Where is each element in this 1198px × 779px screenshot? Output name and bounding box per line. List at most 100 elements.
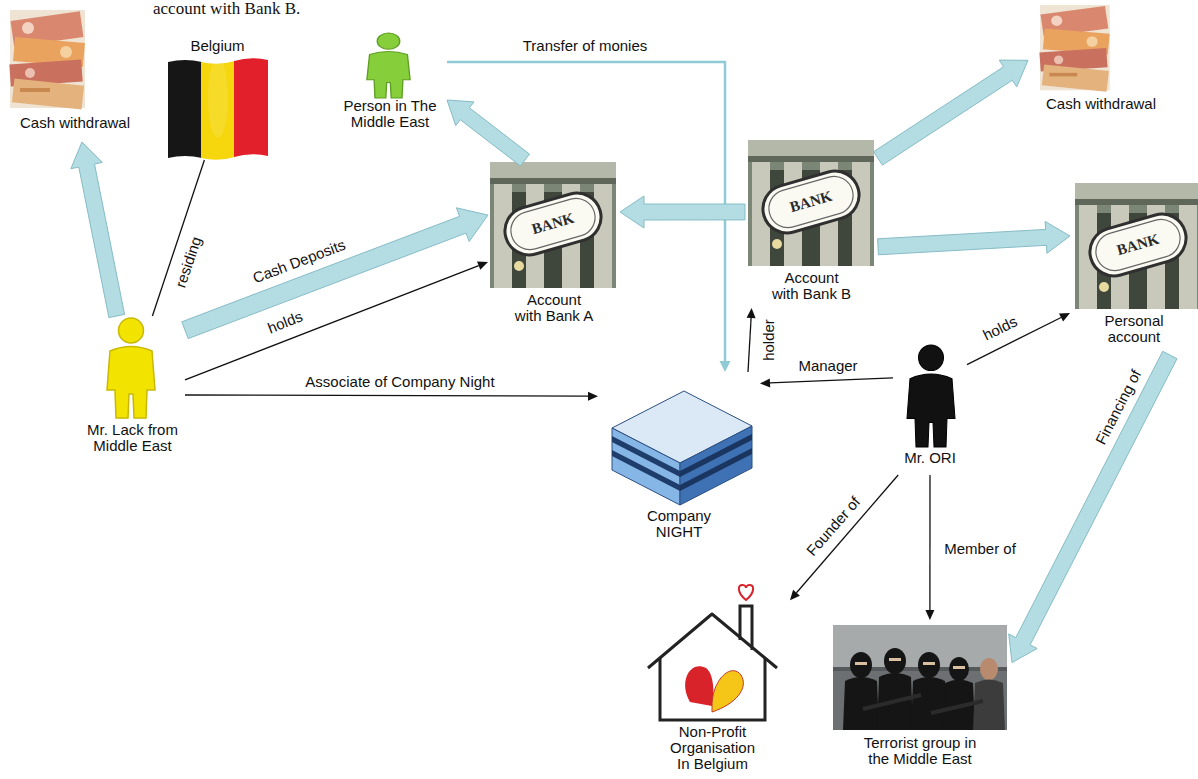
- node-caption: Person in The Middle East: [335, 98, 445, 130]
- company-building: [612, 391, 752, 505]
- arrow-head: [588, 392, 598, 401]
- relation-line: [797, 475, 899, 593]
- house-logo: [740, 606, 752, 650]
- edge-label: Manager: [797, 357, 858, 374]
- edge-label: Founder of: [802, 492, 864, 559]
- belgian-flag: [208, 58, 228, 138]
- person-figure: [367, 33, 410, 98]
- company-building: [680, 426, 752, 505]
- belgian-flag: [168, 58, 268, 160]
- person-node: Mr. ORI: [893, 342, 967, 475]
- money-flow-arrow: [1009, 351, 1177, 662]
- group-photo: [863, 695, 921, 709]
- edge-label: holder: [760, 318, 777, 362]
- group-photo: [889, 658, 901, 661]
- money-flow-arrow: [71, 142, 125, 318]
- person-figure: [107, 318, 155, 418]
- bank-sign-text: BANK: [530, 210, 576, 238]
- organisation-node: Non-Profit Organisation In Belgium: [635, 585, 790, 776]
- connector: [447, 100, 530, 166]
- arrow-head: [477, 261, 488, 269]
- arrow-head: [790, 590, 800, 601]
- money-flow-arrow: [878, 221, 1070, 254]
- connector: [185, 261, 488, 380]
- group-photo: [833, 625, 1007, 730]
- money-flow-arrow: [874, 60, 1028, 165]
- house-logo: [648, 614, 777, 668]
- group-photo: [911, 677, 947, 730]
- house-logo: [685, 666, 713, 706]
- belgian-flag: [168, 60, 202, 158]
- connector: [790, 475, 898, 600]
- arrow-head: [1059, 313, 1070, 322]
- cash-withdrawal-node: Cash withdrawal: [6, 8, 144, 142]
- house-logo: [739, 585, 753, 600]
- belgian-flag: [234, 58, 268, 157]
- node-caption: Personal account: [1094, 313, 1174, 345]
- group-photo: [843, 648, 975, 730]
- cash-withdrawal-node: Cash withdrawal: [1028, 3, 1174, 125]
- node-caption: Belgium: [165, 38, 270, 54]
- edge-label: Member of: [943, 540, 1017, 557]
- group-photo: [973, 680, 1005, 731]
- node-caption: Non-Profit Organisation In Belgium: [667, 724, 759, 772]
- person-node: Mr. Lack from Middle East: [80, 316, 185, 458]
- relation-line: [929, 475, 930, 610]
- edge-label: residing: [171, 233, 205, 290]
- bank-picture: [490, 162, 616, 288]
- connector: [925, 475, 934, 620]
- group-node: Terrorist group in the Middle East: [828, 620, 1012, 772]
- connector: [620, 196, 745, 228]
- group-photo: [953, 666, 965, 669]
- person-node: Person in The Middle East: [333, 30, 447, 135]
- edge-label: Transfer of monies: [522, 37, 649, 54]
- house-logo: [660, 658, 765, 720]
- bank-picture: [748, 140, 874, 266]
- connector: [182, 208, 488, 339]
- company-building: [612, 428, 680, 505]
- company-building: [680, 448, 752, 491]
- edge-label: Associate of Company Night: [304, 373, 495, 390]
- edge-label: Financing of: [1091, 366, 1144, 448]
- connector: [185, 392, 598, 401]
- relation-line: [770, 378, 893, 383]
- money-flow-arrow: [447, 100, 530, 166]
- group-photo: [855, 662, 867, 665]
- bank-account-node: Personal account: [1070, 180, 1198, 355]
- person-figure: [907, 345, 955, 447]
- arrow-head: [760, 378, 770, 387]
- group-photo: [949, 657, 969, 681]
- node-caption: Company NIGHT: [644, 508, 714, 540]
- banknotes-left: [9, 10, 85, 110]
- connector: [152, 160, 204, 316]
- edge-label: holds: [264, 307, 305, 337]
- relation-line: [152, 160, 204, 316]
- bank-account-node: Account with Bank A: [488, 160, 620, 330]
- arrow-head: [720, 361, 731, 372]
- node-caption: Account with Bank A: [513, 292, 595, 324]
- node-caption: Cash withdrawal: [1030, 96, 1172, 112]
- group-photo: [923, 662, 935, 665]
- group-photo: [980, 658, 998, 680]
- relation-line: [185, 395, 588, 396]
- node-caption: Mr. Lack from Middle East: [85, 422, 181, 454]
- node-caption: Mr. ORI: [895, 450, 965, 466]
- connector: [747, 308, 756, 372]
- group-photo: [833, 625, 1007, 730]
- company-node: Company NIGHT: [598, 372, 760, 544]
- connector: [1009, 351, 1177, 662]
- group-photo: [884, 648, 906, 674]
- bank-picture: [1075, 183, 1198, 309]
- connector: [967, 313, 1070, 365]
- node-caption: Terrorist group in the Middle East: [859, 735, 981, 767]
- node-caption: Cash withdrawal: [8, 115, 142, 131]
- edge-label: holds: [979, 312, 1020, 344]
- house-logo: [712, 671, 743, 712]
- bank-sign-text: BANK: [1115, 231, 1161, 259]
- arrow-head: [747, 308, 756, 318]
- group-photo: [850, 652, 872, 678]
- relation-line: [185, 266, 479, 380]
- bank-account-node: Account with Bank B: [745, 138, 878, 308]
